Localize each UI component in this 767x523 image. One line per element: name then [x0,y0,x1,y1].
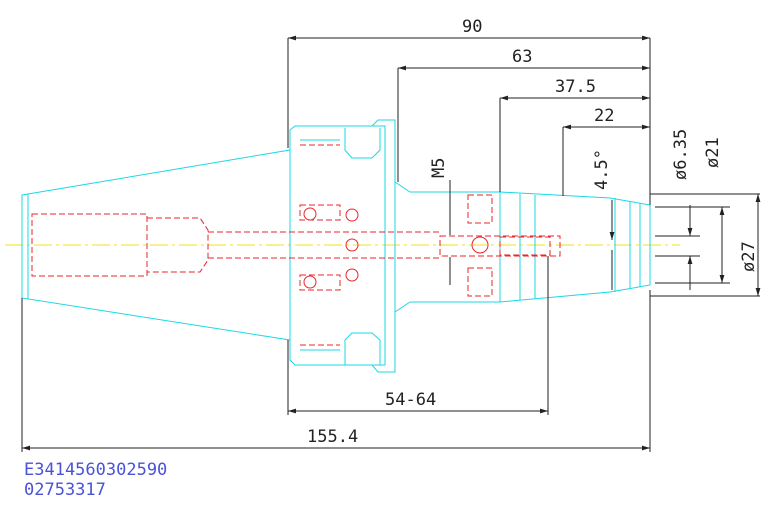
dim-label-90: 90 [462,17,482,37]
dim-label-22: 22 [594,106,614,126]
part-code-2: 02753317 [24,480,106,500]
flange-outline [289,119,396,373]
hidden-features [31,144,561,346]
body-outline [394,181,651,313]
dim-label-155-4: 155.4 [307,427,358,447]
dim-label-dia-6-35: ø6.35 [671,129,691,180]
dim-label-63: 63 [512,47,532,67]
dimension-lines [21,35,761,452]
dim-label-dia-21: ø21 [703,137,723,168]
dim-label-37-5: 37.5 [555,77,596,97]
dim-label-angle: 4.5° [592,149,612,190]
dim-label-dia-27: ø27 [739,241,759,272]
part-codes: E3414560302590 02753317 [24,460,167,500]
part-code-1: E3414560302590 [24,460,168,480]
dim-label-54-64: 54-64 [385,390,436,410]
dim-label-m5: M5 [429,158,449,178]
